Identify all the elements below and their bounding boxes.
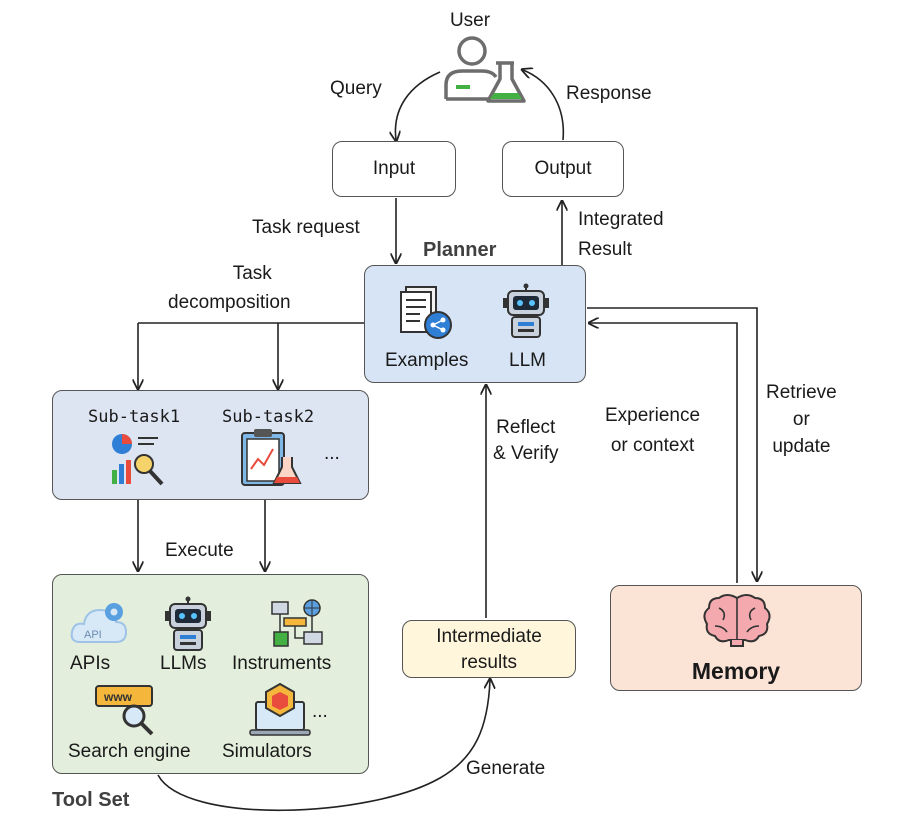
toolset-title: Tool Set (52, 789, 130, 811)
user-label: User (449, 10, 491, 31)
user-scientist-icon (444, 36, 526, 103)
api-badge-text: API (84, 629, 102, 641)
retrieve-update-label: Retrieve or update (766, 381, 837, 459)
clipboard-chart-flask-icon (241, 429, 302, 486)
input-box: Input (332, 141, 456, 197)
verify-line: & Verify (493, 443, 559, 464)
integrated-result-line-2: Result (578, 239, 632, 260)
brain-icon (703, 594, 771, 647)
search-engine-icon: www (95, 685, 154, 736)
output-box: Output (502, 141, 624, 197)
integrated-result-label: Integrated Result (578, 208, 664, 262)
subtask1-label: Sub-task1 (88, 407, 181, 427)
task-decomposition-label: Task decomposition (168, 262, 291, 315)
intermediate-line-2: results (461, 652, 517, 673)
subtask2-label: Sub-task2 (222, 407, 315, 427)
arrow-response (523, 70, 565, 141)
experience-context-label: Experience or context (605, 404, 700, 458)
subtasks-more: ... (324, 443, 340, 464)
subtasks-box (52, 390, 369, 500)
simulators-laptop-cube-icon (249, 682, 311, 736)
tool-search-engine-label: Search engine (68, 741, 191, 762)
execute-label: Execute (165, 540, 234, 561)
update-line: update (772, 436, 831, 457)
planner-llm-label: LLM (509, 350, 546, 371)
intermediate-results-box: Intermediate results (402, 620, 576, 678)
task-decomposition-line-2: decomposition (168, 292, 291, 313)
or-line: or (792, 409, 810, 430)
response-label: Response (566, 83, 652, 104)
input-label: Input (372, 158, 416, 179)
api-cloud-icon: API (70, 603, 128, 643)
intermediate-line-1: Intermediate (436, 626, 542, 647)
output-label: Output (534, 158, 592, 179)
tool-llms-label: LLMs (160, 653, 207, 674)
www-badge-text: www (103, 690, 133, 704)
toolset-more: ... (312, 701, 328, 722)
generate-label: Generate (466, 758, 546, 779)
query-label: Query (330, 78, 382, 99)
arrow-generate (157, 680, 490, 812)
reflect-verify-label: Reflect & Verify (493, 416, 558, 466)
llms-robot-icon (165, 596, 211, 651)
llm-robot-icon (503, 283, 549, 338)
tool-apis-label: APIs (70, 653, 111, 674)
arrow-experience (590, 323, 738, 583)
reflect-line: Reflect (496, 417, 556, 438)
experience-line: Experience (605, 405, 701, 426)
planner-title: Planner (423, 239, 497, 261)
memory-label: Memory (691, 658, 781, 684)
tool-instruments-label: Instruments (232, 653, 332, 674)
arrow-query (395, 71, 441, 140)
integrated-result-line-1: Integrated (578, 209, 664, 230)
task-decomposition-line-1: Task (232, 263, 272, 284)
examples-documents-icon (400, 286, 452, 339)
planner-examples-label: Examples (385, 350, 469, 371)
context-line: or context (610, 435, 695, 456)
analytics-magnifier-icon (112, 434, 164, 486)
task-request-label: Task request (252, 217, 360, 238)
retrieve-line: Retrieve (766, 382, 837, 403)
instruments-network-icon (271, 599, 323, 647)
arrow-retrieve (587, 307, 757, 580)
tool-simulators-label: Simulators (222, 741, 312, 762)
